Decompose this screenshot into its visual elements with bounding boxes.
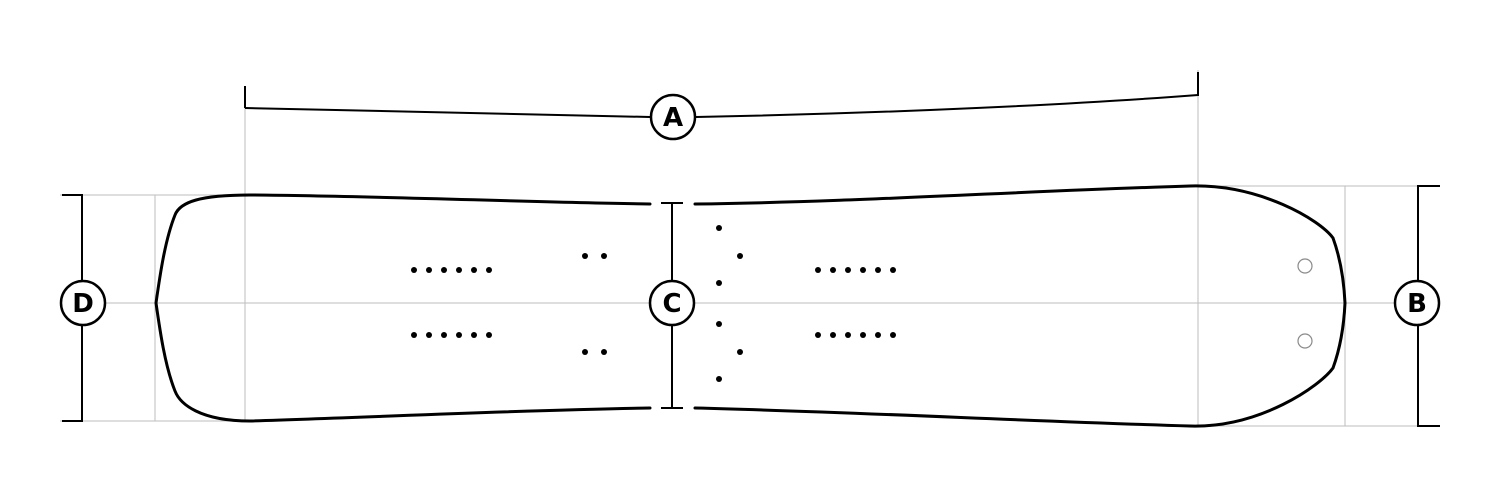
insert: [601, 253, 607, 259]
insert: [845, 267, 851, 273]
label-a-circle: [649, 93, 697, 141]
insert: [860, 332, 866, 338]
insert: [426, 267, 432, 273]
insert: [601, 349, 607, 355]
insert: [860, 267, 866, 273]
label-d-badge: D: [59, 279, 107, 327]
insert: [737, 349, 743, 355]
dimension-a-line: [244, 94, 1199, 118]
insert: [845, 332, 851, 338]
label-c-text: C: [662, 289, 681, 319]
nose-holes: [1297, 258, 1313, 349]
label-c-badge: C: [648, 279, 696, 327]
insert: [737, 253, 743, 259]
insert: [582, 253, 588, 259]
insert: [830, 332, 836, 338]
insert: [456, 332, 462, 338]
insert: [426, 332, 432, 338]
insert: [716, 376, 722, 382]
label-d-text: D: [72, 289, 94, 319]
insert: [890, 332, 896, 338]
guide-lines: [60, 70, 1440, 427]
label-b-circle: [1393, 279, 1441, 327]
board-outline-nose-half: [693, 184, 1347, 428]
insert: [441, 332, 447, 338]
label-a-text: A: [663, 103, 683, 133]
board-outline-tail-half: [154, 193, 652, 423]
label-c-circle: [648, 279, 696, 327]
nose-hole-upper: [1297, 258, 1313, 274]
insert: [411, 267, 417, 273]
insert: [441, 267, 447, 273]
insert: [456, 267, 462, 273]
insert: [716, 225, 722, 231]
insert: [471, 332, 477, 338]
insert: [486, 267, 492, 273]
insert: [830, 267, 836, 273]
board-outline: [154, 184, 1347, 428]
label-b-text: B: [1407, 289, 1427, 319]
insert: [471, 267, 477, 273]
insert: [890, 267, 896, 273]
insert: [815, 332, 821, 338]
insert: [815, 267, 821, 273]
insert: [582, 349, 588, 355]
insert: [875, 267, 881, 273]
insert: [411, 332, 417, 338]
insert: [875, 332, 881, 338]
insert: [486, 332, 492, 338]
label-a-badge: A: [649, 93, 697, 141]
insert: [716, 280, 722, 286]
label-b-badge: B: [1393, 279, 1441, 327]
dimension-a: [244, 72, 1199, 118]
insert: [716, 321, 722, 327]
binding-inserts: [411, 225, 896, 382]
label-d-circle: [59, 279, 107, 327]
nose-hole-lower: [1297, 333, 1313, 349]
